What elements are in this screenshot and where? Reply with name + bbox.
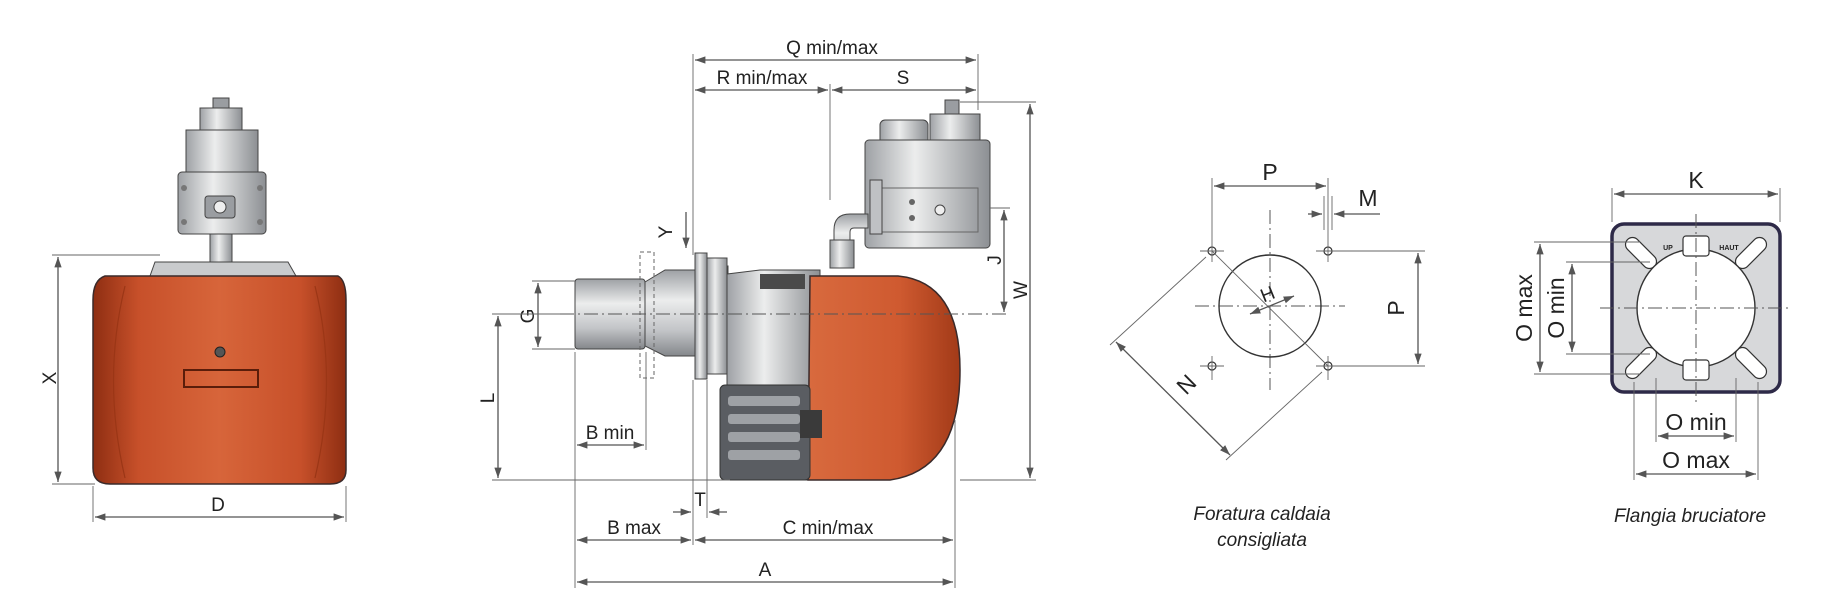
flange-haut-mark: HAUT [1719,245,1739,252]
label-k: K [1688,167,1704,193]
caption-boiler-drilling-line2: consigliata [1217,530,1307,551]
front-screw-icon [214,346,226,358]
label-w: W [1011,281,1032,299]
side-burner-body [807,275,961,481]
caption-boiler-drilling-line1: Foratura caldaia [1193,504,1330,525]
label-p-side: P [1383,300,1409,315]
label-t: T [694,490,706,511]
label-s: S [897,68,910,89]
side-air-inlet-grill [719,384,822,481]
label-g: G [518,309,539,324]
side-view: Q min/max R min/max S W J Y G L B min [478,38,1036,588]
label-o-min-bottom: O min [1665,409,1726,435]
label-b-min: B min [586,423,635,444]
side-gas-valve [829,99,991,269]
label-o-min-left: O min [1543,277,1569,338]
front-view: X D [40,97,347,522]
flange-slot-icon [1624,236,1768,380]
label-x: X [40,371,61,384]
label-n: N [1171,369,1201,399]
label-m: M [1358,185,1377,211]
label-r: R min/max [717,68,808,89]
front-gas-valve [177,97,267,265]
label-c: C min/max [783,518,874,539]
flange-up-mark: UP [1663,245,1673,252]
label-p-top: P [1262,159,1277,185]
drilling-hole-circle [1218,254,1322,358]
label-o-max-left: O max [1511,274,1537,342]
label-a: A [759,560,772,581]
label-y: Y [656,225,677,238]
front-handle [183,369,259,388]
label-o-max-bottom: O max [1662,447,1730,473]
front-burner-body [92,275,347,485]
label-q: Q min/max [786,38,878,59]
front-bracket [149,261,297,277]
side-blast-tube [574,251,729,380]
label-b-max: B max [607,518,661,539]
label-l: L [478,393,499,404]
label-j: J [985,255,1006,265]
burner-flange-view: UP HAUT K O max O min O min O max Flangi… [1511,167,1792,527]
boiler-drilling-view: H P M P N Foratura caldaia consigliata [1109,159,1425,551]
label-d: D [211,495,225,516]
caption-burner-flange: Flangia bruciatore [1614,506,1766,527]
